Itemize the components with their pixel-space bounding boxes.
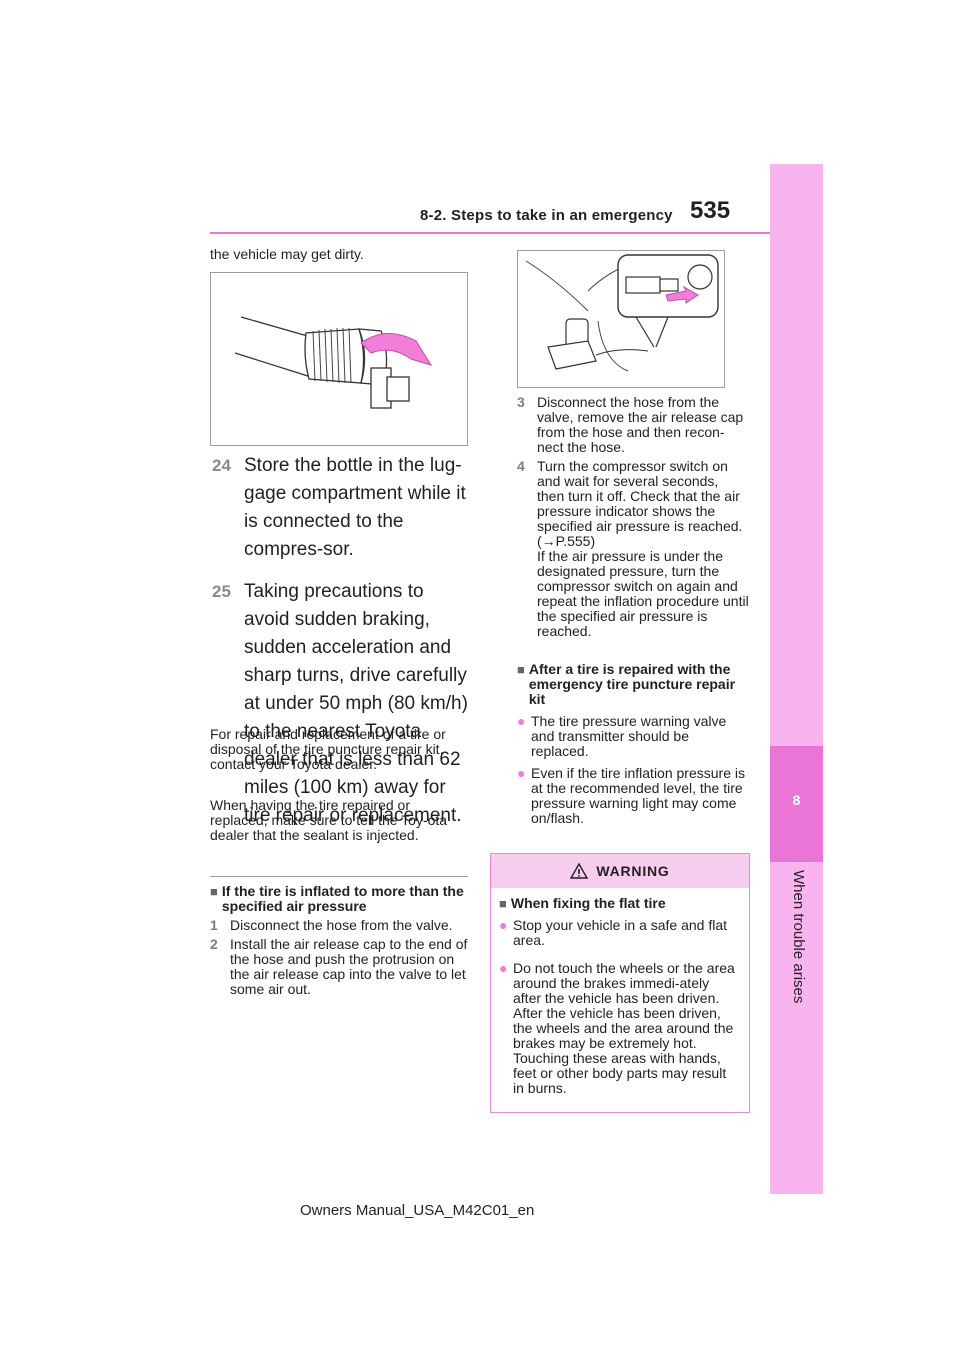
- bullet-item: ● The tire pressure warning valve and tr…: [517, 714, 749, 759]
- step-text: Install the air release cap to the end o…: [230, 936, 468, 997]
- page-number: 535: [690, 197, 731, 224]
- circle-bullet-icon: ●: [517, 713, 526, 729]
- hose-cap-illustration: [234, 316, 433, 409]
- section-step-2: 2 Install the air release cap to the end…: [210, 937, 468, 997]
- step-4: 4 Turn the compressor switch on and wait…: [517, 459, 749, 639]
- circle-bullet-icon: ●: [517, 765, 526, 781]
- chapter-number: 8: [792, 792, 801, 808]
- warning-box: WARNING ■ When fixing the flat tire ● St…: [490, 853, 750, 1113]
- circle-bullet-icon: ●: [499, 960, 508, 976]
- circle-bullet-icon: ●: [499, 917, 508, 933]
- bullet-text: Stop your vehicle in a safe and flat are…: [513, 917, 728, 948]
- section-heading-text: After a tire is repaired with the emerge…: [528, 661, 736, 707]
- step-number: 1: [210, 917, 218, 933]
- step-number: 3: [517, 394, 525, 410]
- manual-footer: Owners Manual_USA_M42C01_en: [300, 1202, 535, 1219]
- header-rule: [210, 232, 770, 234]
- step-number: 24: [212, 456, 231, 475]
- warning-label: WARNING: [596, 863, 670, 879]
- warning-bullet: ● Stop your vehicle in a safe and flat a…: [499, 918, 739, 948]
- step-extra-text: If the air pressure is under the designa…: [537, 548, 749, 639]
- step-number: 2: [210, 936, 218, 952]
- warning-triangle-icon: [570, 863, 589, 879]
- step-text: Disconnect the hose from the valve, remo…: [537, 394, 744, 455]
- section-heading: ■ After a tire is repaired with the emer…: [517, 662, 749, 707]
- after-repair-section: ■ After a tire is repaired with the emer…: [517, 662, 749, 826]
- step-25: 25 Taking precautions to avoid sudden br…: [212, 578, 472, 830]
- square-bullet-icon: ■: [517, 662, 525, 677]
- section-heading: ■ If the tire is inflated to more than t…: [210, 884, 468, 914]
- step-text: Turn the compressor switch on and wait f…: [537, 458, 743, 534]
- step-text: Disconnect the hose from the valve.: [230, 917, 453, 933]
- section-heading-text: If the tire is inflated to more than the…: [221, 883, 464, 914]
- intro-text: the vehicle may get dirty.: [210, 246, 364, 262]
- bullet-text: Do not touch the wheels or the area arou…: [513, 960, 735, 1096]
- step-text: Taking precautions to avoid sudden braki…: [244, 581, 468, 826]
- repair-note: For repair and replacement of a tire or …: [210, 726, 446, 772]
- warning-body: ■ When fixing the flat tire ● Stop your …: [491, 888, 749, 1096]
- section-step-1: 1 Disconnect the hose from the valve.: [210, 918, 468, 933]
- bullet-item: ● Even if the tire inflation pressure is…: [517, 766, 749, 826]
- section-title: 8-2. Steps to take in an emergency: [420, 207, 673, 224]
- bullet-text: The tire pressure warning valve and tran…: [531, 713, 727, 759]
- divider: [210, 876, 468, 877]
- step-4-body: Turn the compressor switch on and wait f…: [537, 459, 749, 639]
- warning-title-text: When fixing the flat tire: [510, 895, 666, 911]
- page-reference-link[interactable]: (→P.555): [537, 533, 596, 549]
- figure-hose-cap: [210, 272, 468, 446]
- step-3: 3 Disconnect the hose from the valve, re…: [517, 395, 749, 455]
- chapter-number-tab[interactable]: 8: [770, 746, 823, 862]
- step-24: 24 Store the bottle in the lug-gage comp…: [212, 452, 472, 564]
- step-text: Store the bottle in the lug-gage compart…: [244, 455, 466, 560]
- warning-title: ■ When fixing the flat tire: [499, 895, 739, 912]
- sealant-note: When having the tire repaired or replace…: [210, 797, 448, 843]
- square-bullet-icon: ■: [499, 896, 507, 911]
- warning-bullet: ● Do not touch the wheels or the area ar…: [499, 961, 739, 1096]
- chapter-title: When trouble arises: [790, 870, 807, 1004]
- hose-valve-illustration: [525, 254, 719, 372]
- figure-hose-valve: [517, 250, 725, 388]
- step-number: 4: [517, 458, 525, 474]
- over-inflation-section: ■ If the tire is inflated to more than t…: [210, 884, 468, 997]
- step-number: 25: [212, 582, 231, 601]
- right-steps: 3 Disconnect the hose from the valve, re…: [517, 395, 749, 639]
- chapter-side-strip: [770, 164, 823, 1194]
- bullet-text: Even if the tire inflation pressure is a…: [531, 765, 745, 826]
- warning-header: WARNING: [491, 854, 749, 888]
- square-bullet-icon: ■: [210, 884, 218, 899]
- large-steps: 24 Store the bottle in the lug-gage comp…: [212, 452, 472, 844]
